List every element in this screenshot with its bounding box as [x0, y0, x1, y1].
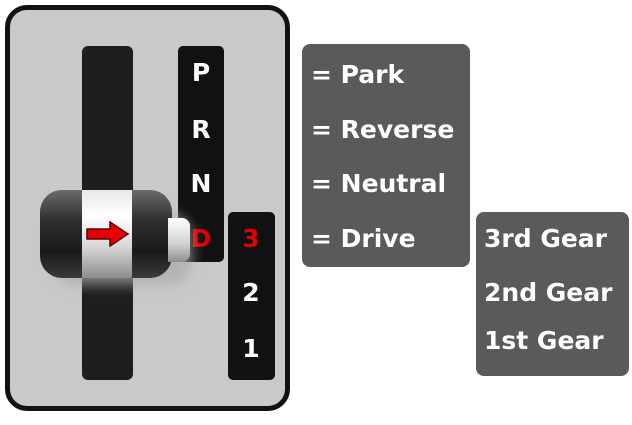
legend-1st-gear: 1st Gear: [484, 326, 604, 355]
gear-letter-p: P: [191, 58, 211, 87]
gear-letter-r: R: [191, 115, 211, 144]
gear-number-2: 2: [242, 278, 260, 307]
legend-neutral: = Neutral: [311, 169, 447, 198]
legend-park: = Park: [311, 60, 405, 89]
legend-drive: = Drive: [311, 224, 416, 253]
gear-letter-n: N: [190, 169, 212, 198]
shift-knob-right[interactable]: [132, 190, 172, 278]
gear-number-1: 1: [242, 334, 260, 363]
gear-gate-sub: [228, 212, 275, 380]
right-arrow-icon: [86, 221, 130, 247]
legend-main-box: [302, 44, 470, 267]
legend-2nd-gear: 2nd Gear: [484, 278, 613, 307]
gear-number-3: 3: [242, 224, 260, 253]
legend-3rd-gear: 3rd Gear: [484, 224, 607, 253]
legend-sub-box: [476, 212, 629, 376]
legend-reverse: = Reverse: [311, 115, 455, 144]
gear-letter-d: D: [190, 224, 212, 253]
shift-knob-tip[interactable]: [168, 218, 190, 262]
